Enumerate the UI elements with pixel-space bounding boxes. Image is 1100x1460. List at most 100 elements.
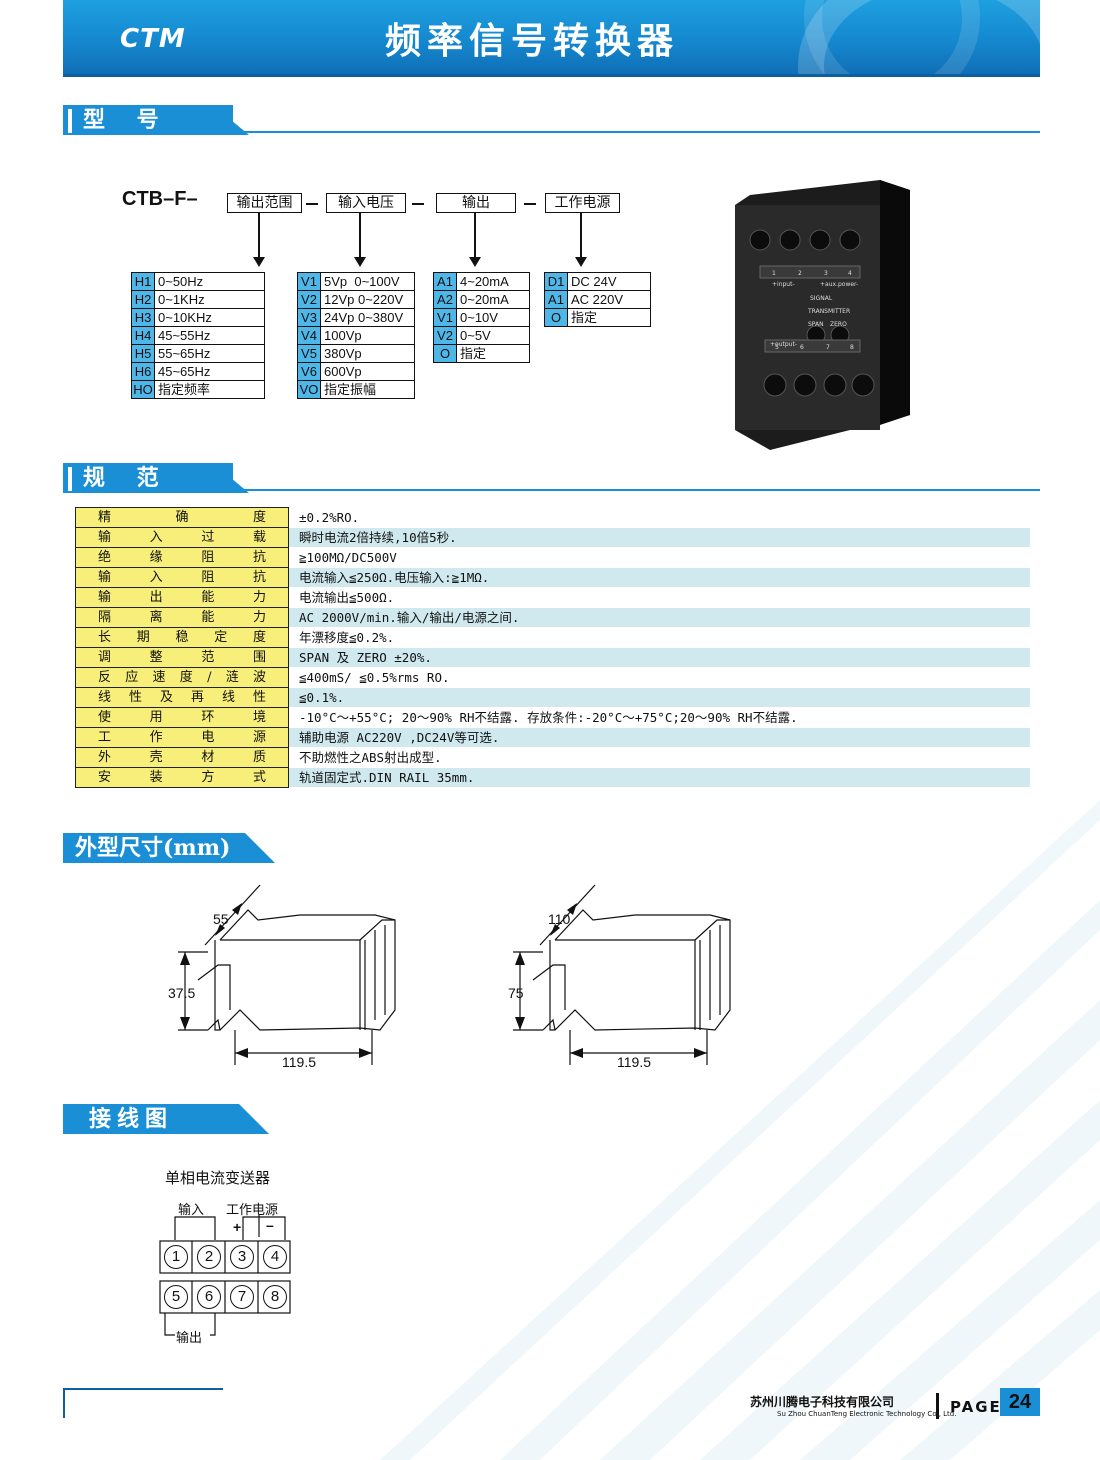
spec-value: ≦400mS/ ≦0.5%rms RO.: [288, 667, 1030, 688]
tab-slant: [239, 1104, 269, 1134]
terminal-label: 5: [775, 344, 779, 351]
spec-row: 输入过载瞬时电流2倍持续,10倍5秒.: [75, 527, 1030, 548]
minus-sign: –: [266, 1217, 274, 1233]
header-banner: [63, 0, 1040, 74]
company-name: 苏州川腾电子科技有限公司: [750, 1395, 895, 1409]
company-logo: CTM: [120, 24, 186, 54]
terminal-1: 1: [164, 1245, 188, 1269]
spec-table: 精确度±0.2%RO.输入过载瞬时电流2倍持续,10倍5秒.绝缘阻抗≧100MΩ…: [75, 507, 1030, 788]
option-code: A1: [433, 272, 457, 291]
option-desc: DC 24V: [567, 272, 651, 291]
field-power: 工作电源: [545, 193, 620, 213]
page-label: PAGE: [950, 1398, 1002, 1416]
dash: [412, 203, 424, 205]
spec-row: 长期稳定度年漂移度≦0.2%.: [75, 627, 1030, 648]
dash: [306, 203, 318, 205]
option-code: V6: [297, 362, 321, 381]
terminal-2: 2: [197, 1245, 221, 1269]
connector-line: [580, 213, 582, 257]
tab-slant: [245, 833, 275, 863]
option-desc: 指定: [567, 308, 651, 327]
spec-row: 输入阻抗电流输入≦250Ω.电压输入:≧1MΩ.: [75, 567, 1030, 588]
option-desc: 指定频率: [154, 380, 265, 399]
option-code: D1: [544, 272, 568, 291]
option-desc: 0~1KHz: [154, 290, 265, 309]
option-code: H1: [131, 272, 155, 291]
spec-row: 反应速度/涟波≦400mS/ ≦0.5%rms RO.: [75, 667, 1030, 688]
option-code: A1: [544, 290, 568, 309]
footer-divider: [936, 1393, 939, 1419]
spec-value: -10°C～+55°C; 20～90% RH不结露. 存放条件:-20°C～+7…: [288, 707, 1030, 728]
option-desc: 0~10KHz: [154, 308, 265, 327]
spec-value: 瞬时电流2倍持续,10倍5秒.: [288, 527, 1030, 548]
spec-label: 隔离能力: [75, 607, 289, 628]
spec-label: 安装方式: [75, 767, 289, 788]
section-title-dims: 外型尺寸(mm): [63, 833, 245, 863]
spec-label: 外壳材质: [75, 747, 289, 768]
spec-value: 年漂移度≦0.2%.: [288, 627, 1030, 648]
option-code: H4: [131, 326, 155, 345]
arrow-icon: [253, 257, 265, 267]
spec-label: 精确度: [75, 507, 289, 528]
option-code: O: [433, 344, 457, 363]
wiring-power-label: 工作电源: [226, 1203, 279, 1218]
spec-row: 线性及再线性≦0.1%.: [75, 687, 1030, 708]
spec-value: 电流输入≦250Ω.电压输入:≧1MΩ.: [288, 567, 1030, 588]
option-desc: 指定: [456, 344, 530, 363]
option-code: VO: [297, 380, 321, 399]
option-code: H3: [131, 308, 155, 327]
dim-top-right: 110: [548, 911, 571, 927]
spec-value: 电流输出≦500Ω.: [288, 587, 1030, 608]
section-dims: 外型尺寸(mm): [63, 833, 283, 863]
terminal-label: 7: [826, 344, 830, 351]
option-code: V3: [297, 308, 321, 327]
option-code: A2: [433, 290, 457, 309]
arrow-icon: [575, 257, 587, 267]
option-code: V2: [297, 290, 321, 309]
section-wiring: 接线图: [63, 1104, 283, 1134]
option-desc: 45~65Hz: [154, 362, 265, 381]
power-label: +aux.power-: [820, 281, 858, 288]
option-desc: 0~10V: [456, 308, 530, 327]
page-number: 24: [1000, 1388, 1040, 1416]
connector-line: [474, 213, 476, 257]
option-code: V2: [433, 326, 457, 345]
option-code: V1: [297, 272, 321, 291]
spec-row: 精确度±0.2%RO.: [75, 507, 1030, 528]
wiring-input-label: 输入: [178, 1203, 205, 1218]
wiring-diagram: [159, 1215, 291, 1336]
spec-value: ≧100MΩ/DC500V: [288, 547, 1030, 568]
option-desc: 指定振幅: [320, 380, 415, 399]
spec-label: 工作电源: [75, 727, 289, 748]
field-input-voltage: 输入电压: [326, 193, 406, 213]
terminal-label: 1: [772, 270, 776, 277]
plus-sign: +: [233, 1219, 242, 1235]
tab-marker: [68, 467, 72, 491]
field-output-range: 输出范围: [227, 193, 302, 213]
spec-label: 输出能力: [75, 587, 289, 608]
terminal-4: 4: [263, 1245, 287, 1269]
option-desc: 4~20mA: [456, 272, 530, 291]
footer-rule: [63, 1388, 223, 1390]
spec-value: ≦0.1%.: [288, 687, 1030, 708]
dimension-drawing-left: [178, 884, 396, 1065]
arrow-icon: [469, 257, 481, 267]
transmitter-label: TRANSMITTER: [807, 308, 850, 315]
spec-value: 轨道固定式.DIN RAIL 35mm.: [288, 767, 1030, 788]
